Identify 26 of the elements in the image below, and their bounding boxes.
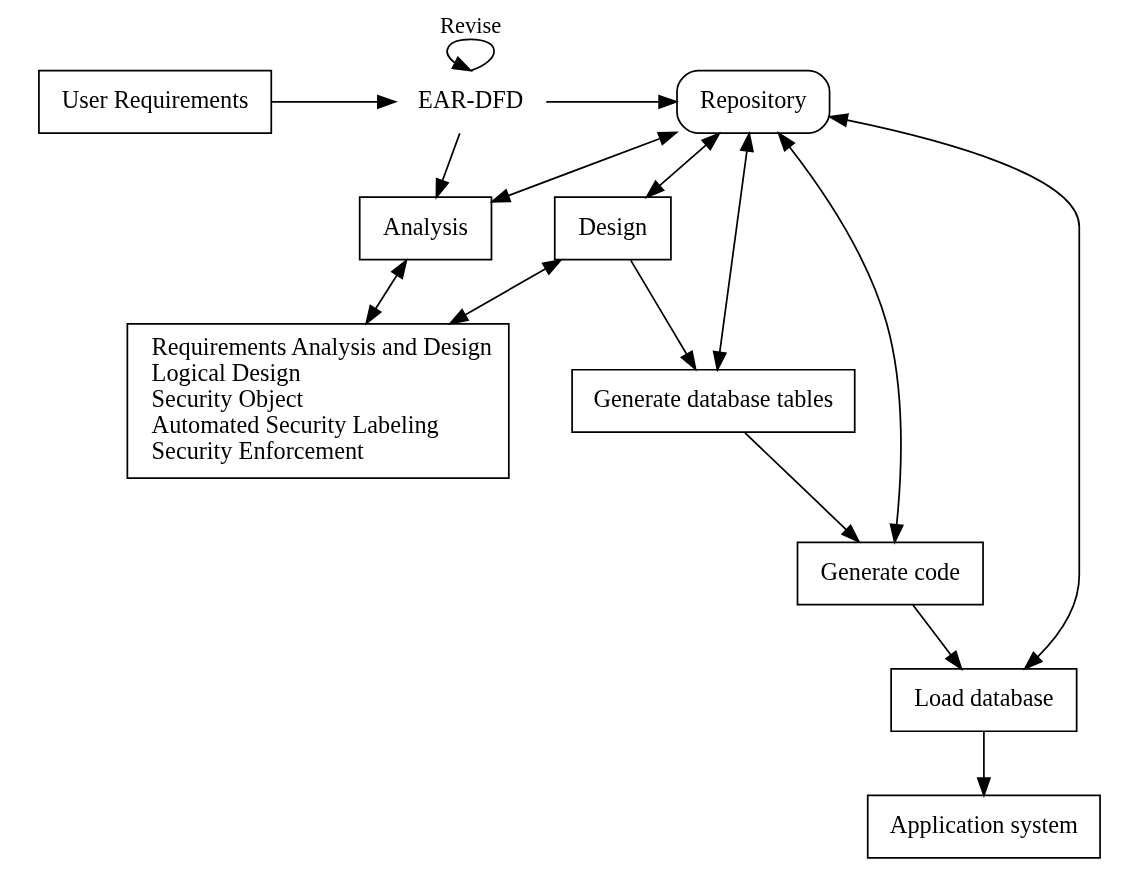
arrow [827, 113, 1081, 671]
arrow [976, 730, 992, 798]
node-box: Application system [866, 794, 1101, 859]
node-text: EAR-DFD [418, 86, 524, 114]
arrow [489, 131, 679, 203]
arrow [435, 132, 461, 200]
node-box: Design [553, 196, 672, 261]
arrow [545, 94, 680, 110]
arrow [776, 131, 904, 545]
arrow [364, 258, 408, 326]
node-box: User Requirements [38, 69, 273, 134]
arrow [270, 94, 398, 110]
arrow [912, 604, 964, 671]
arrow [644, 131, 722, 199]
arrow [629, 259, 697, 372]
edge-label: Revise [440, 13, 502, 39]
arrow [744, 432, 861, 544]
node-box: Generate database tables [571, 368, 856, 434]
arrow [446, 38, 495, 72]
node-box: Repository [676, 69, 831, 134]
node-box: Load database [890, 667, 1078, 733]
node-box: Requirements Analysis and Design Logical Design Security Object Automated Security Labeling Security Enforcement [126, 322, 510, 479]
arrow [447, 258, 564, 325]
node-box: Analysis [358, 196, 493, 261]
arrow [712, 131, 755, 373]
node-box: Generate code [796, 541, 984, 606]
